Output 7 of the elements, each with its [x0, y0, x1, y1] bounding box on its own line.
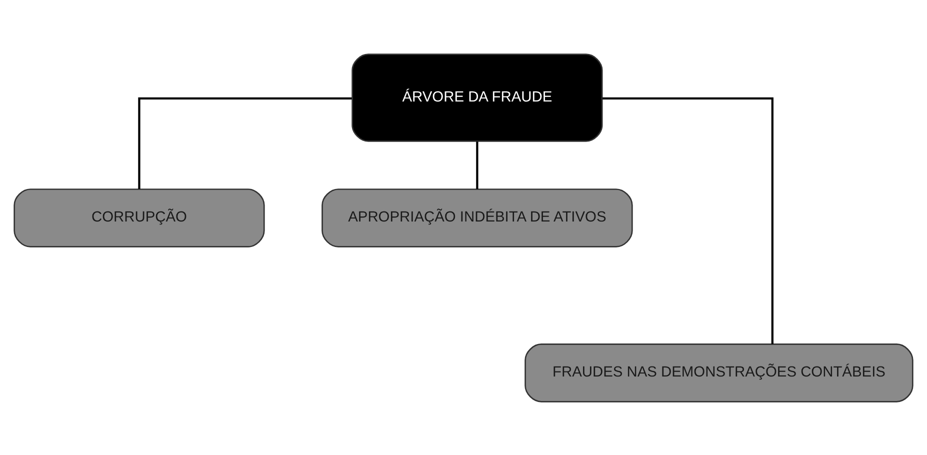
connector — [476, 141, 478, 189]
node-box: APROPRIAÇÃO INDÉBITA DE ATIVOS — [322, 188, 633, 247]
node-box: ÁRVORE DA FRAUDE — [352, 53, 603, 142]
connector — [138, 96, 352, 189]
connector — [602, 96, 774, 344]
node-box: CORRUPÇÃO — [14, 188, 265, 247]
node-box: FRAUDES NAS DEMONSTRAÇÕES CONTÁBEIS — [524, 343, 914, 402]
